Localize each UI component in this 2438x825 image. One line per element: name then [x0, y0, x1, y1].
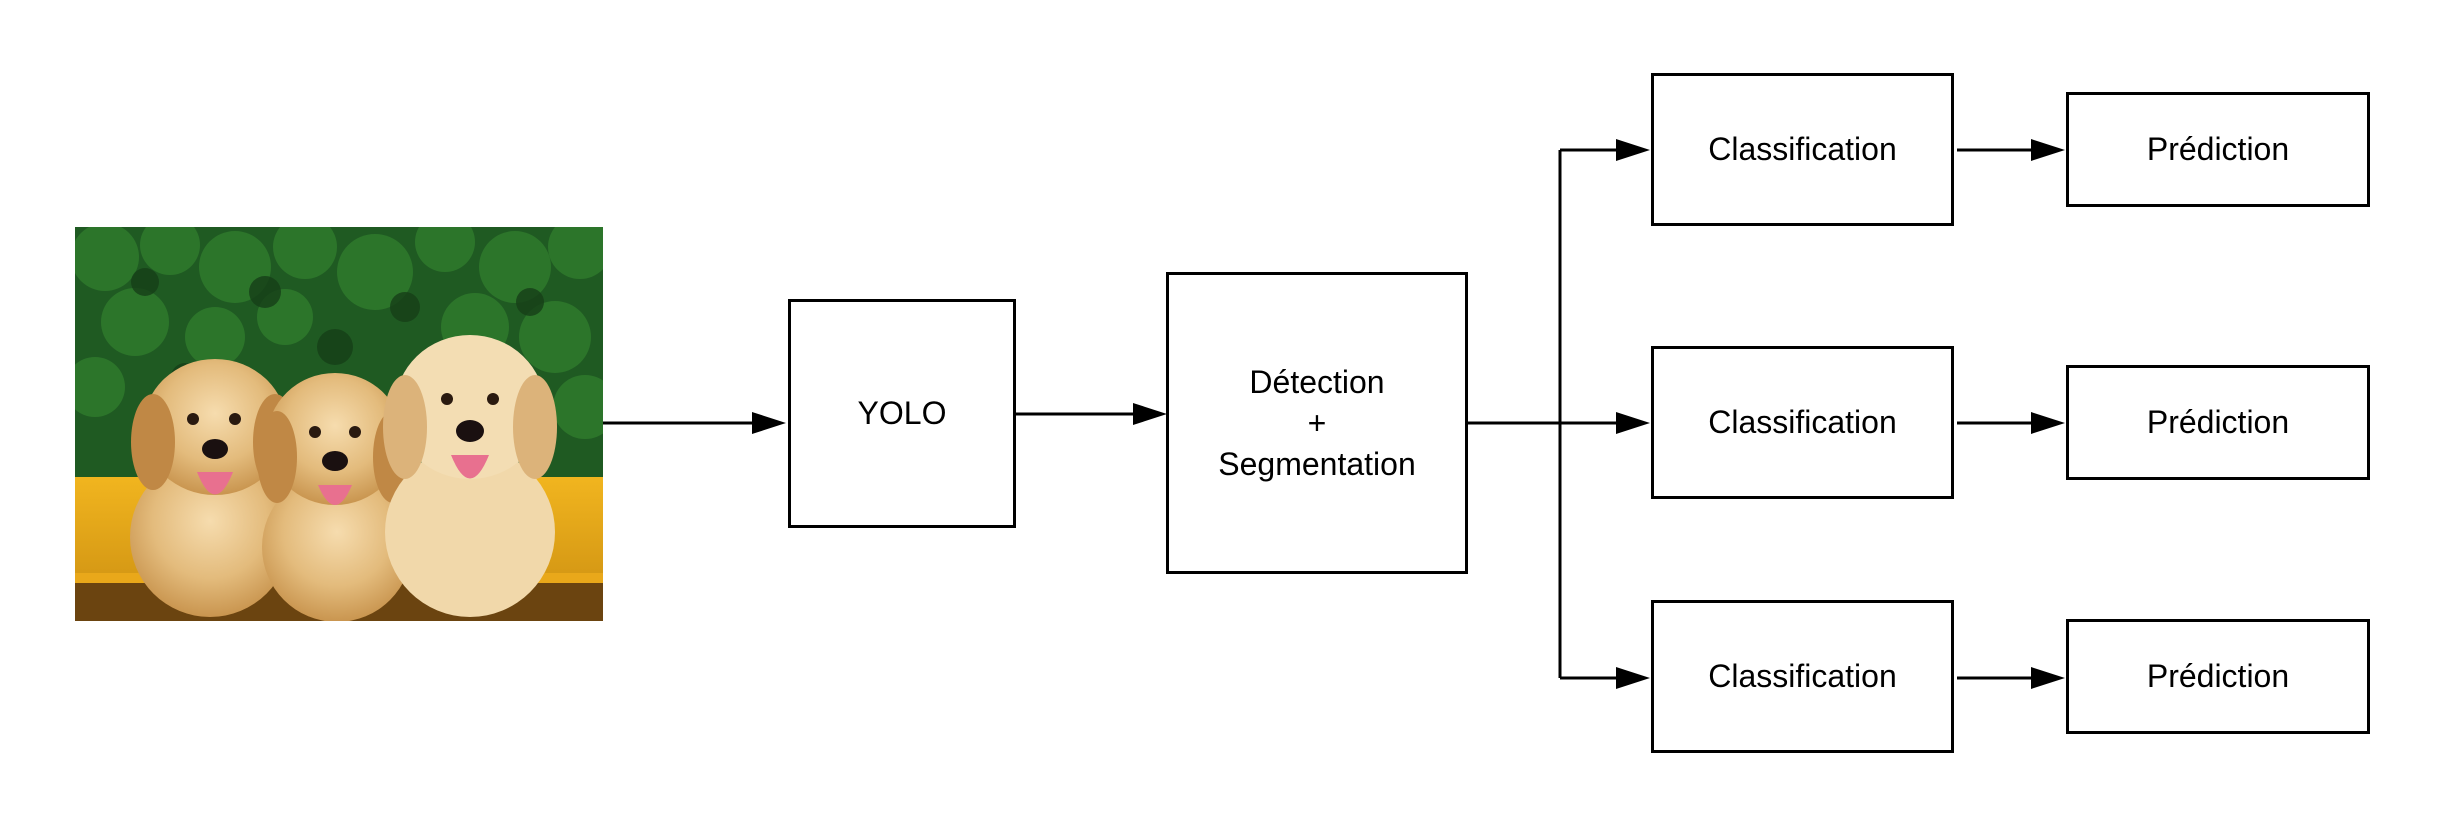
- arrowhead-yolo-to-detection: [1133, 403, 1167, 425]
- arrowhead-classification-3-to-prediction-3: [2031, 667, 2065, 689]
- prediction-label: Prédiction: [2146, 131, 2290, 167]
- yolo-label: YOLO: [857, 395, 947, 431]
- arrowhead-branch-to-classification-3: [1616, 667, 1650, 689]
- classification-label: Classification: [1708, 131, 1897, 167]
- prediction-label: Prédiction: [2146, 658, 2290, 694]
- prediction-box-2: Prédiction: [2066, 365, 2370, 480]
- prediction-box-1: Prédiction: [2066, 92, 2370, 207]
- classification-box-2: Classification: [1651, 346, 1954, 499]
- classification-label: Classification: [1708, 404, 1897, 440]
- arrowhead-branch-to-classification-1: [1616, 139, 1650, 161]
- classification-label: Classification: [1708, 658, 1897, 694]
- puppies-photo-icon: [75, 227, 603, 621]
- plus-label: +: [1307, 404, 1327, 441]
- arrowhead-classification-2-to-prediction-2: [2031, 412, 2065, 434]
- classification-box-1: Classification: [1651, 73, 1954, 226]
- segmentation-label: Segmentation: [1218, 445, 1416, 482]
- classification-box-3: Classification: [1651, 600, 1954, 753]
- detection-segmentation-box: Détection + Segmentation: [1166, 272, 1468, 574]
- arrowhead-image-to-yolo: [752, 412, 786, 434]
- yolo-box: YOLO: [788, 299, 1016, 528]
- detection-label: Détection: [1249, 363, 1385, 400]
- prediction-label: Prédiction: [2146, 404, 2290, 440]
- prediction-box-3: Prédiction: [2066, 619, 2370, 734]
- arrowhead-classification-1-to-prediction-1: [2031, 139, 2065, 161]
- arrowhead-branch-to-classification-2: [1616, 412, 1650, 434]
